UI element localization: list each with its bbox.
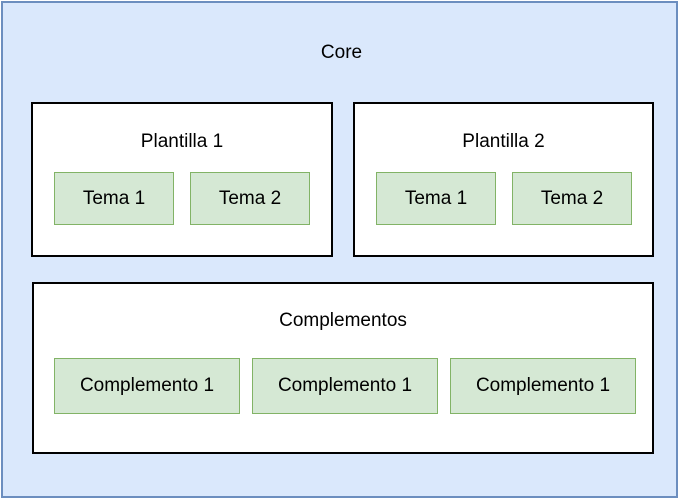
- complemento-box[interactable]: Complemento 1: [252, 358, 438, 414]
- group-plantilla-2-title: Plantilla 2: [462, 131, 545, 152]
- tema-box[interactable]: Tema 2: [512, 172, 632, 225]
- complemento-box[interactable]: Complemento 1: [54, 358, 240, 414]
- group-complementos[interactable]: Complementos Complemento 1 Complemento 1…: [32, 282, 654, 454]
- core-title: Core: [320, 42, 363, 63]
- group-plantilla-1[interactable]: Plantilla 1 Tema 1 Tema 2: [31, 102, 333, 257]
- tema-box[interactable]: Tema 2: [190, 172, 310, 225]
- tema-box[interactable]: Tema 1: [376, 172, 496, 225]
- group-complementos-title: Complementos: [279, 310, 407, 331]
- group-plantilla-1-title: Plantilla 1: [140, 131, 224, 152]
- complemento-box[interactable]: Complemento 1: [450, 358, 636, 414]
- tema-box[interactable]: Tema 1: [54, 172, 174, 225]
- group-plantilla-2[interactable]: Plantilla 2 Tema 1 Tema 2: [353, 102, 654, 257]
